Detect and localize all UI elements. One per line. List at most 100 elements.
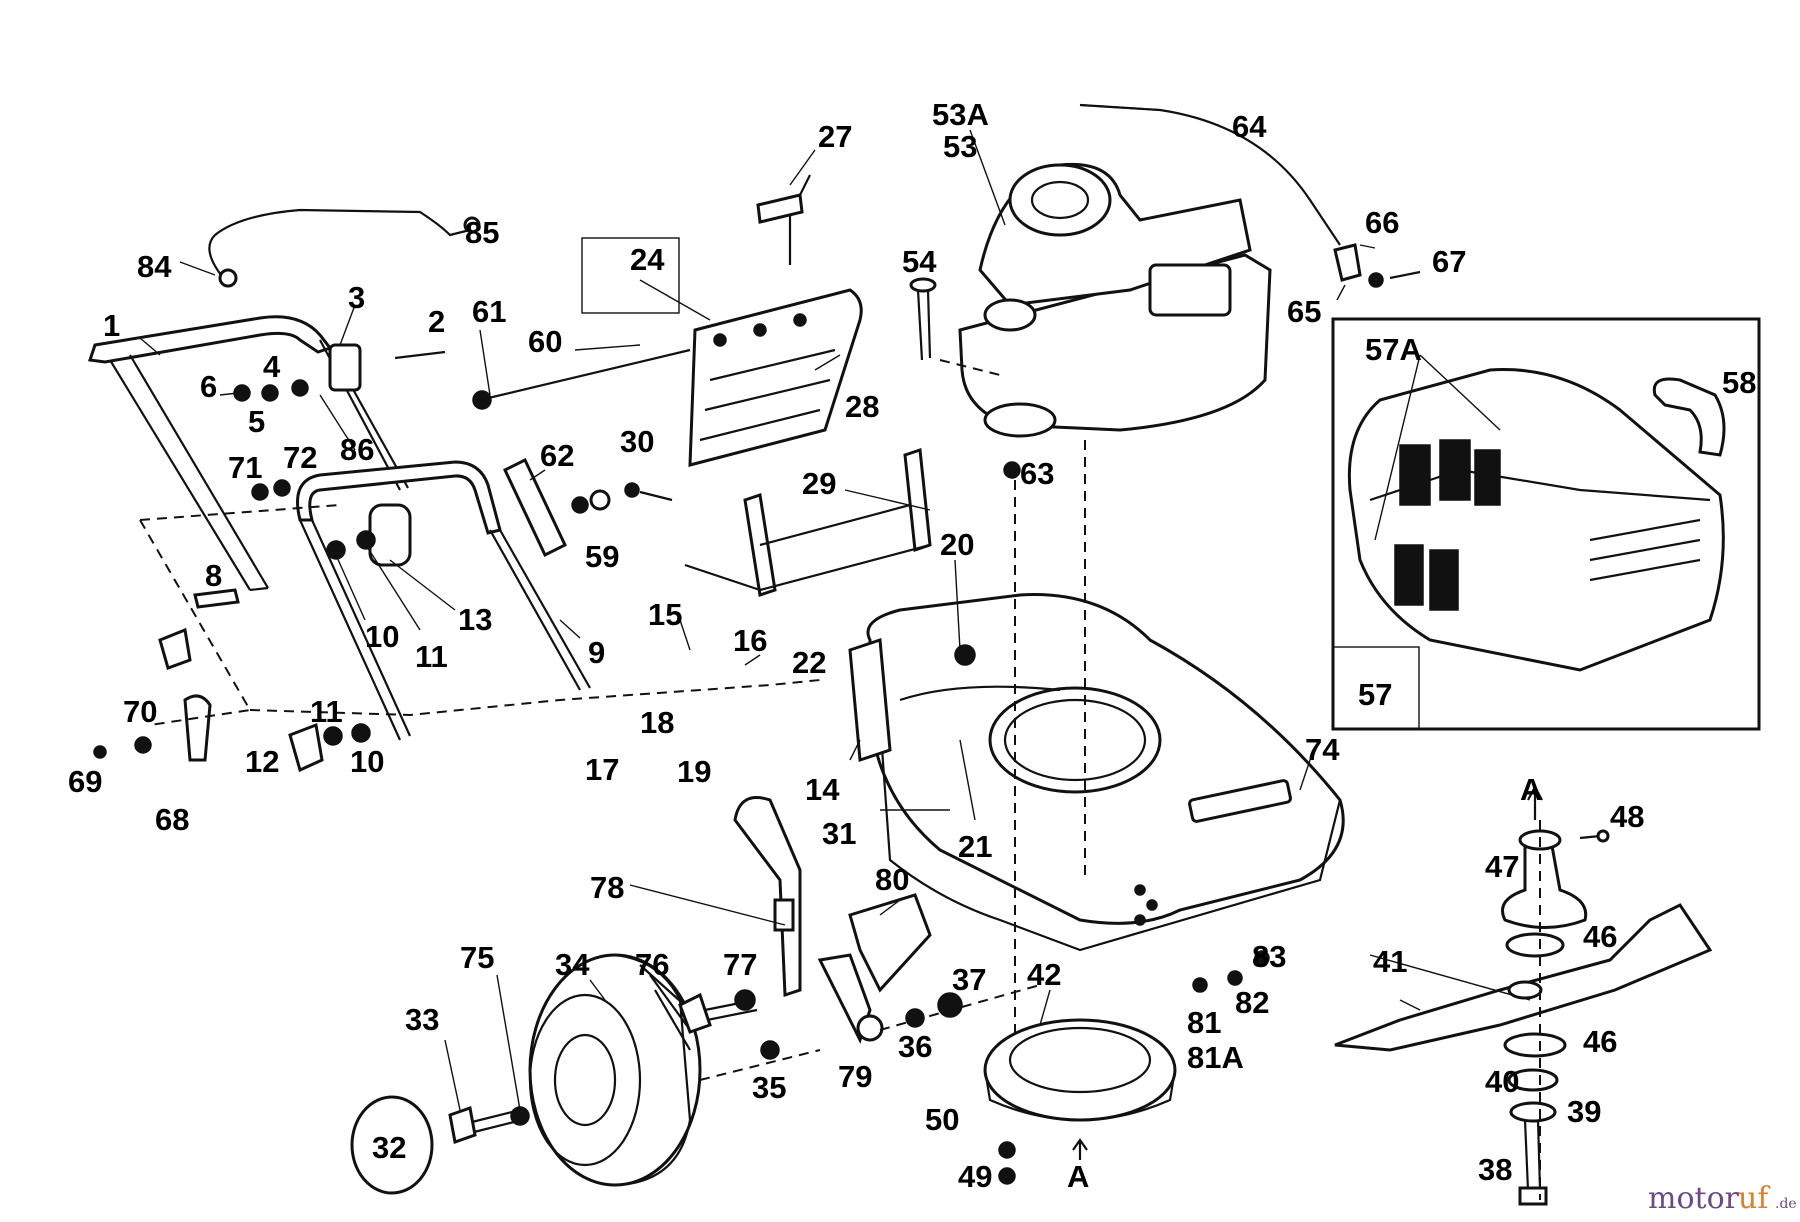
callout-66: 66 [1365,205,1399,240]
callout-10b: 10 [350,744,384,779]
callout-64: 64 [1232,109,1267,144]
callout-69: 69 [68,764,102,799]
grass-catcher-57-drawing [1347,368,1725,672]
callout-a-top: A [1520,772,1542,807]
label-plate-24 [581,237,680,314]
callout-62: 62 [540,438,574,473]
callout-83: 83 [1252,939,1286,974]
callout-53a: 53A [932,97,989,132]
screw-83 [1227,970,1243,986]
callout-38: 38 [1478,1152,1512,1187]
callout-42: 42 [1027,957,1061,992]
leader-lines [139,129,1531,1111]
callout-82: 82 [1235,985,1269,1020]
bolt-76-drawing [678,989,758,1034]
callout-6: 6 [200,369,217,404]
washer-50 [998,1141,1016,1159]
screw-30-shaft [639,490,673,502]
callout-79: 79 [838,1059,872,1094]
callout-13: 13 [458,602,492,637]
callout-81: 81 [1187,1005,1221,1040]
washer-40 [1507,1068,1559,1092]
pivot-79-drawing [817,953,884,1044]
callout-72: 72 [283,440,317,475]
callout-46: 46 [1583,919,1617,954]
callout-16: 16 [733,623,767,658]
plate-80-drawing [848,893,932,993]
callout-8: 8 [205,558,222,593]
handle-58-drawing [1652,377,1726,457]
callout-57: 57 [1358,677,1392,712]
inset-label-box [1332,646,1420,730]
washer-35 [760,1040,780,1060]
callout-60: 60 [528,324,562,359]
callout-54: 54 [902,244,937,279]
deflector-28-drawing [688,288,863,467]
callout-41: 41 [1373,944,1407,979]
callout-11b: 11 [310,694,343,729]
mower-deck-drawing [848,593,1345,952]
callout-71: 71 [228,450,262,485]
watermark-brand-b: uf [1738,1181,1770,1216]
callout-10: 10 [365,619,399,654]
callout-3: 3 [348,280,365,315]
callout-27: 27 [818,119,852,154]
cable-84-drawing [208,208,481,288]
callout-28: 28 [845,389,879,424]
callout-39: 39 [1567,1094,1601,1129]
arrow-a-bottom [1072,1138,1088,1160]
callout-5: 5 [248,404,265,439]
callout-24: 24 [630,242,665,277]
nut-37 [937,992,963,1018]
callout-34: 34 [555,947,590,982]
washer-46-top [1505,932,1565,958]
handle-knobs-and-bolts [93,343,446,773]
callout-11: 11 [415,639,448,674]
callout-9: 9 [588,635,605,670]
callout-61: 61 [472,294,506,329]
adapter-47-drawing [1501,829,1610,929]
nut-63 [1003,461,1021,479]
blade-bolt-38-drawing [1518,1119,1548,1206]
engine-axis [1014,440,1086,1040]
washer-39 [1509,1101,1557,1123]
screw-83b [1254,950,1270,966]
callout-32: 32 [372,1130,406,1165]
callout-63: 63 [1020,456,1054,491]
callout-36: 36 [898,1029,932,1064]
callout-76: 76 [635,947,669,982]
screw-82 [1192,977,1208,993]
washer-36 [905,1008,925,1028]
watermark-tld: .de [1775,1196,1797,1212]
callout-22: 22 [792,645,826,680]
callout-68: 68 [155,802,189,837]
bolt-54-drawing [909,277,937,361]
wheel-bolt-33-drawing [448,1106,530,1144]
callout-57a: 57A [1365,332,1422,367]
callout-12: 12 [245,744,279,779]
callout-20: 20 [940,527,974,562]
watermark-brand-a: motor [1648,1181,1740,1216]
arrow-a-top [1527,784,1543,820]
washer-46-bottom [1503,1032,1567,1058]
collar-42-drawing [983,1018,1177,1122]
adjuster-62-drawing [503,457,611,558]
lower-handle-drawing [296,460,591,741]
callout-75: 75 [460,940,494,975]
wheel-34-drawing [528,953,702,1187]
lever-78-drawing [733,796,802,998]
callout-15: 15 [648,597,682,632]
callout-49: 49 [958,1159,992,1194]
callout-31: 31 [822,816,856,851]
callout-18: 18 [640,705,674,740]
engine-53-drawing [958,162,1272,438]
callout-47: 47 [1485,849,1519,884]
callout-67: 67 [1432,244,1466,279]
callout-33: 33 [405,1002,439,1037]
callout-59: 59 [585,539,619,574]
callout-81a: 81A [1187,1040,1244,1075]
callout-53: 53 [943,129,977,164]
callout-84: 84 [137,249,172,284]
callout-29: 29 [802,466,836,501]
